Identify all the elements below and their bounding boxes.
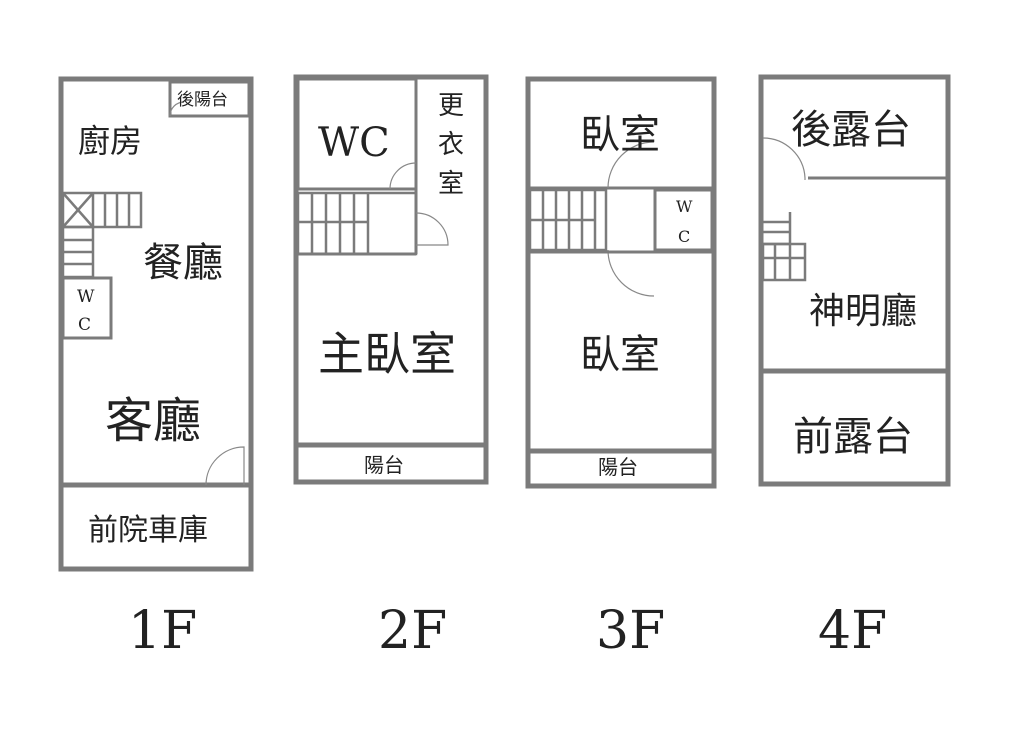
wc-3f-box bbox=[653, 188, 714, 252]
room-wc-2f: WC bbox=[318, 120, 390, 166]
room-balcony-2f: 陽台 bbox=[364, 453, 404, 477]
wc-1f-box bbox=[61, 276, 113, 340]
floor-label-2f: 2F bbox=[378, 601, 447, 661]
stair-2f-icon bbox=[296, 191, 418, 256]
rear-balcony-door-icon bbox=[169, 101, 185, 117]
front-door-icon bbox=[205, 446, 245, 486]
floor-1f-outline bbox=[58, 76, 254, 572]
rear-terrace-door-icon bbox=[762, 137, 806, 180]
room-bedroom-main: 臥室 bbox=[580, 332, 660, 378]
floor-1f: 後陽台 廚房 餐廳 W C 客廳 前院車庫 bbox=[58, 76, 254, 572]
floor-label-3f: 3F bbox=[596, 601, 665, 661]
room-shrine-hall: 神明廳 bbox=[809, 291, 917, 332]
room-closet-char3: 室 bbox=[438, 169, 464, 199]
floor-4f: 後露台 神明廳 前露台 bbox=[758, 74, 951, 487]
room-living: 客廳 bbox=[105, 393, 201, 449]
wc-1f-label-w: W bbox=[77, 287, 95, 307]
room-closet-char1: 更 bbox=[438, 91, 464, 121]
room-closet-char2: 衣 bbox=[438, 130, 464, 160]
wc-2f-door-icon bbox=[389, 162, 417, 190]
room-bedroom-top: 臥室 bbox=[580, 112, 660, 158]
floor-label-1f: 1F bbox=[128, 601, 197, 661]
room-master-bedroom: 主臥室 bbox=[318, 327, 456, 381]
room-dining: 餐廳 bbox=[143, 240, 223, 286]
wc-3f-label-w: W bbox=[676, 197, 693, 216]
room-kitchen: 廚房 bbox=[78, 122, 142, 160]
floor-label-4f: 4F bbox=[818, 601, 887, 661]
floor-2f-outline bbox=[293, 74, 489, 485]
room-rear-terrace: 後露台 bbox=[791, 107, 911, 153]
bedroom-main-door-icon bbox=[607, 249, 655, 297]
stair-3f-icon bbox=[528, 188, 608, 252]
room-rear-balcony-1f: 後陽台 bbox=[177, 90, 228, 110]
bedroom-top-door-icon bbox=[607, 141, 655, 189]
closet-door-icon bbox=[415, 212, 449, 246]
stair-4f-icon bbox=[761, 212, 807, 282]
wc-1f-label-c: C bbox=[78, 315, 91, 335]
floor-3f: 臥室 W C 臥室 陽台 bbox=[525, 76, 717, 489]
wc-3f-label-c: C bbox=[678, 227, 690, 246]
room-balcony-3f: 陽台 bbox=[598, 455, 638, 479]
floor-2f: WC 更 衣 室 主臥室 陽台 bbox=[293, 74, 489, 485]
room-front-terrace: 前露台 bbox=[793, 414, 913, 460]
stair-1f-icon bbox=[61, 191, 143, 279]
floor-3f-outline bbox=[525, 76, 717, 489]
rear-balcony-box bbox=[168, 80, 251, 118]
room-front-garage: 前院車庫 bbox=[88, 513, 208, 548]
floor-4f-outline bbox=[758, 74, 951, 487]
